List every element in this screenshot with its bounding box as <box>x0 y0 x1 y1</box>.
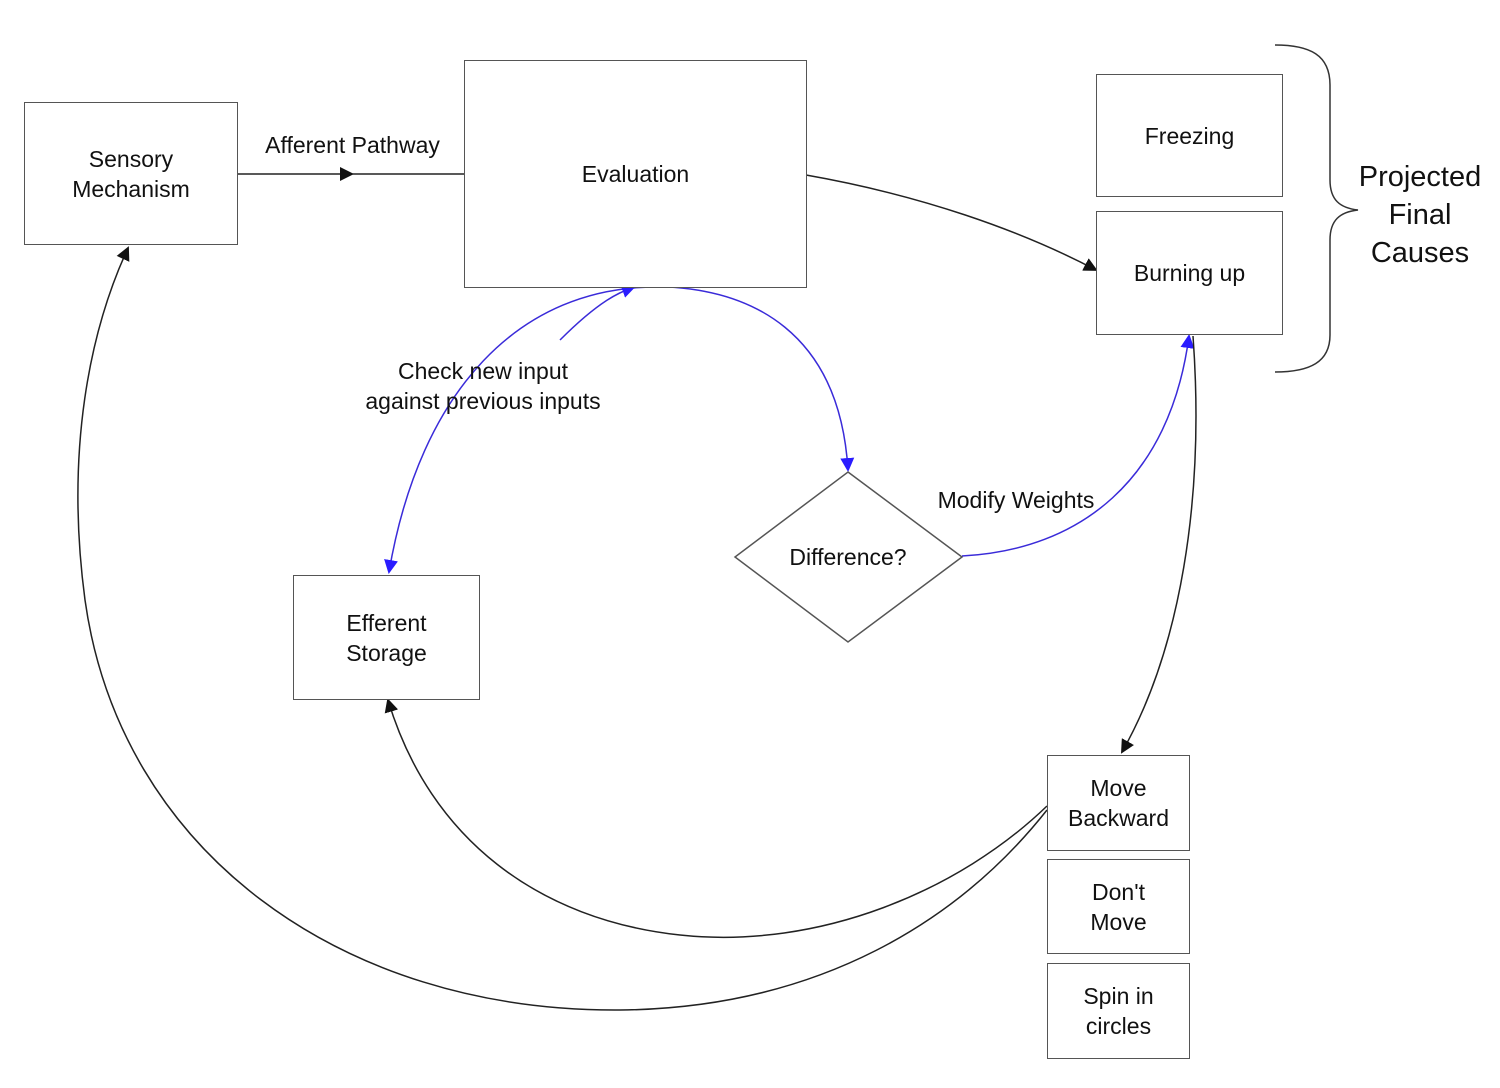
spin-in-circles-box: Spin in circles <box>1047 963 1190 1059</box>
projected-causes-brace <box>1274 44 1359 373</box>
modify-weights-arrow <box>961 334 1195 557</box>
check-input-label: Check new input against previous inputs <box>365 358 601 414</box>
move-backward-box: Move Backward <box>1047 755 1190 851</box>
check-input-arrow <box>384 286 661 574</box>
move-to-efferent-arrow <box>384 698 1048 939</box>
evaluation-to-burning-arrow <box>805 174 1098 271</box>
dont-move-box: Don't Move <box>1047 859 1190 954</box>
projected-final-causes-label: Projected Final Causes <box>1358 161 1482 269</box>
burning-up-box: Burning up <box>1096 211 1283 335</box>
evaluation-to-difference-arrow <box>629 285 855 472</box>
difference-label: Difference? <box>789 544 907 570</box>
sensory-mechanism-box: Sensory Mechanism <box>24 102 238 245</box>
check-input-arrow-return <box>559 284 636 341</box>
difference-diamond <box>733 471 964 643</box>
move-to-sensory-arrow <box>77 246 1048 1011</box>
evaluation-box: Evaluation <box>464 60 807 288</box>
freezing-box: Freezing <box>1096 74 1283 197</box>
burning-to-move-arrow <box>1121 335 1197 754</box>
modify-weights-label: Modify Weights <box>937 487 1095 513</box>
afferent-pathway-label: Afferent Pathway <box>265 132 440 158</box>
efferent-storage-box: Efferent Storage <box>293 575 480 700</box>
